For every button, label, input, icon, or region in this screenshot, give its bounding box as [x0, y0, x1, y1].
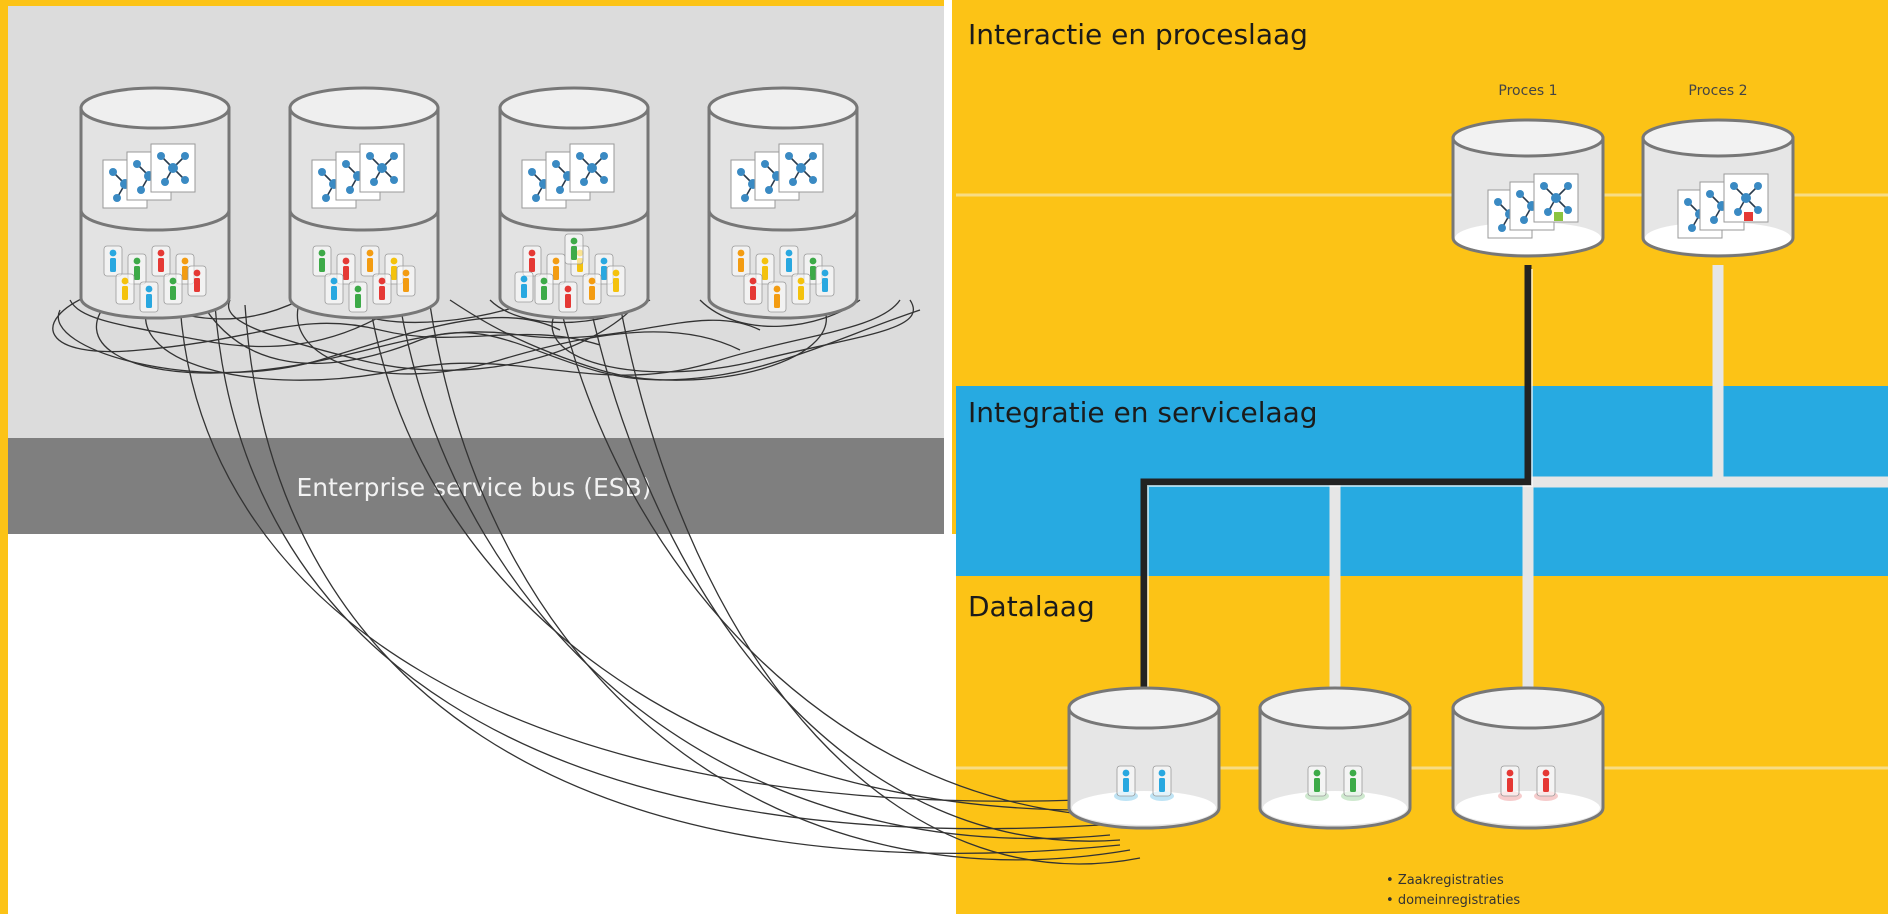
person-icon: [564, 233, 584, 265]
legacy-silo: [707, 86, 859, 320]
process-2-cylinder: [1641, 118, 1795, 258]
process-cylinder-body: [1641, 118, 1795, 258]
process-1: Proces 1: [1451, 83, 1605, 258]
person-icon: [163, 273, 183, 305]
legacy-silo: [288, 86, 440, 320]
registrations-list: • Zaakregistraties • domeinregistraties: [1386, 873, 1520, 908]
process-marker-icon: [1554, 212, 1563, 221]
person-icon: [767, 281, 787, 313]
flowchart-page-icon: [359, 143, 405, 193]
person-icon: [1152, 765, 1172, 797]
person-icon: [324, 273, 344, 305]
esb-label: Enterprise service bus (ESB): [296, 473, 651, 502]
person-icon: [103, 245, 123, 277]
data-store-3: [1451, 686, 1605, 830]
person-icon: [815, 265, 835, 297]
person-icon: [139, 281, 159, 313]
process-marker-icon: [1744, 212, 1753, 221]
person-icon: [312, 245, 332, 277]
data-store-body: [1258, 686, 1412, 830]
legacy-silo: [79, 86, 231, 320]
process-2: Proces 2: [1641, 83, 1795, 258]
data-store-1: [1067, 686, 1221, 830]
process-2-label: Proces 2: [1688, 83, 1747, 99]
person-icon: [1343, 765, 1363, 797]
registration-item-2: • domeinregistraties: [1386, 893, 1520, 908]
person-icon: [1307, 765, 1327, 797]
layer-label-integration: Integratie en servicelaag: [968, 396, 1318, 429]
data-store-body: [1451, 686, 1605, 830]
service-connections: [1140, 265, 1888, 702]
registration-item-1: • Zaakregistraties: [1386, 873, 1504, 888]
flowchart-page-icon: [569, 143, 615, 193]
process-1-cylinder: [1451, 118, 1605, 258]
person-icon: [348, 281, 368, 313]
flowchart-page-icon: [778, 143, 824, 193]
proces1-link: [1140, 265, 1532, 698]
person-icon: [151, 245, 171, 277]
data-store-2: [1258, 686, 1412, 830]
person-icon: [558, 281, 578, 313]
person-icon: [514, 271, 534, 303]
person-icon: [779, 245, 799, 277]
flowchart-page-icon: [150, 143, 196, 193]
person-icon: [360, 245, 380, 277]
person-icon: [534, 273, 554, 305]
process-cylinder-body: [1451, 118, 1605, 258]
person-icon: [1116, 765, 1136, 797]
person-icon: [187, 265, 207, 297]
person-icon: [372, 273, 392, 305]
person-icon: [115, 273, 135, 305]
person-icon: [743, 273, 763, 305]
person-icon: [731, 245, 751, 277]
legacy-silos: [79, 86, 859, 320]
person-icon: [1500, 765, 1520, 797]
person-icon: [522, 245, 542, 277]
data-store-body: [1067, 686, 1221, 830]
white-area: [8, 534, 956, 914]
person-icon: [1536, 765, 1556, 797]
legacy-silo: [498, 86, 650, 320]
layer-label-interaction: Interactie en proceslaag: [968, 18, 1308, 51]
person-icon: [606, 265, 626, 297]
person-icon: [582, 273, 602, 305]
process-1-label: Proces 1: [1498, 83, 1557, 99]
layer-label-data: Datalaag: [968, 590, 1095, 623]
person-icon: [396, 265, 416, 297]
person-icon: [791, 273, 811, 305]
